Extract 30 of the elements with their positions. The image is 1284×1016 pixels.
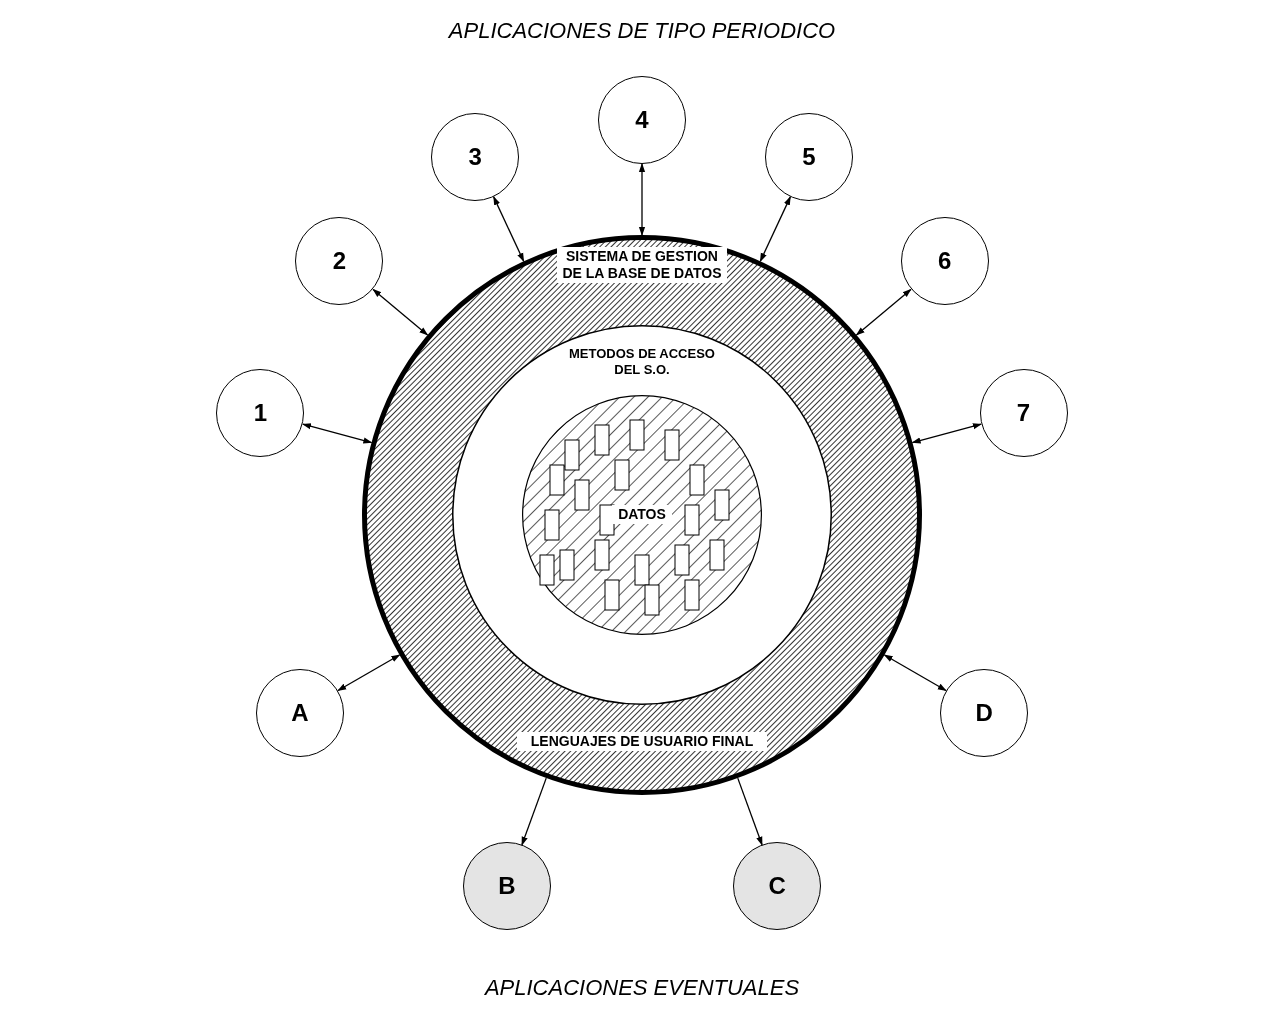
group-title: APLICACIONES EVENTUALES	[484, 975, 800, 1001]
circle-label: 3	[468, 143, 482, 171]
double-arrow	[911, 423, 982, 444]
group-title: APLICACIONES DE TIPO PERIODICO	[448, 18, 836, 44]
middle-ring	[452, 325, 832, 705]
circle-label: 1	[253, 398, 268, 427]
ring-label: LENGUAJES DE USUARIO FINAL	[517, 732, 767, 751]
double-arrow	[337, 654, 401, 692]
circle-label: 6	[937, 247, 952, 276]
data-core-circle	[522, 395, 762, 635]
circle-label: A	[291, 698, 309, 727]
double-arrow	[302, 423, 373, 444]
circle-label: 2	[332, 247, 347, 276]
double-arrow	[883, 654, 947, 692]
circle-label: B	[498, 872, 516, 901]
double-arrow	[493, 196, 525, 263]
circle-label: 7	[1016, 398, 1031, 427]
outer-hatched-ring	[362, 235, 922, 795]
circle-label: 4	[635, 106, 649, 134]
circle-label: D	[975, 698, 993, 727]
circle-label: 5	[802, 143, 816, 171]
double-arrow	[372, 288, 429, 336]
double-arrow	[855, 288, 912, 336]
double-arrow	[638, 163, 646, 236]
circle-label: C	[768, 872, 786, 901]
arrow	[737, 777, 763, 846]
ring-label: DATOS	[612, 505, 672, 524]
ring-label: SISTEMA DE GESTION DE LA BASE DE DATOS	[557, 247, 727, 283]
arrow	[521, 777, 547, 846]
double-arrow	[759, 196, 791, 263]
